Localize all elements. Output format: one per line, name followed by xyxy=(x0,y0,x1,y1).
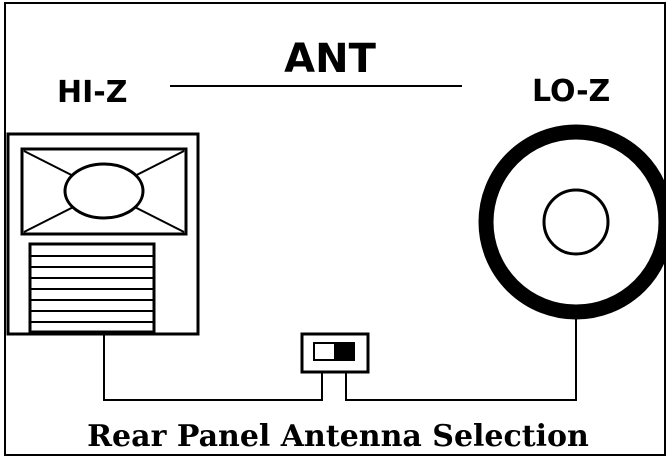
hi-z-wire xyxy=(103,334,323,401)
lo-z-connector-outer-ring xyxy=(478,124,665,320)
hi-z-terminal-knob xyxy=(63,162,145,220)
hi-z-terminal-fins xyxy=(30,255,154,323)
hi-z-terminal-window xyxy=(20,147,188,236)
diagram-title: ANT xyxy=(284,36,376,82)
lo-z-connector-icon xyxy=(478,124,665,320)
lo-z-label: LO-Z xyxy=(532,74,610,109)
switch-knob xyxy=(334,343,354,360)
diagram-caption: Rear Panel Antenna Selection xyxy=(87,419,589,454)
lo-z-wire xyxy=(345,311,577,401)
lo-z-connector-inner-ring xyxy=(542,188,610,256)
hi-z-terminal-icon xyxy=(6,132,200,336)
hi-z-label: HI-Z xyxy=(57,75,127,110)
slide-switch-icon xyxy=(300,332,370,374)
